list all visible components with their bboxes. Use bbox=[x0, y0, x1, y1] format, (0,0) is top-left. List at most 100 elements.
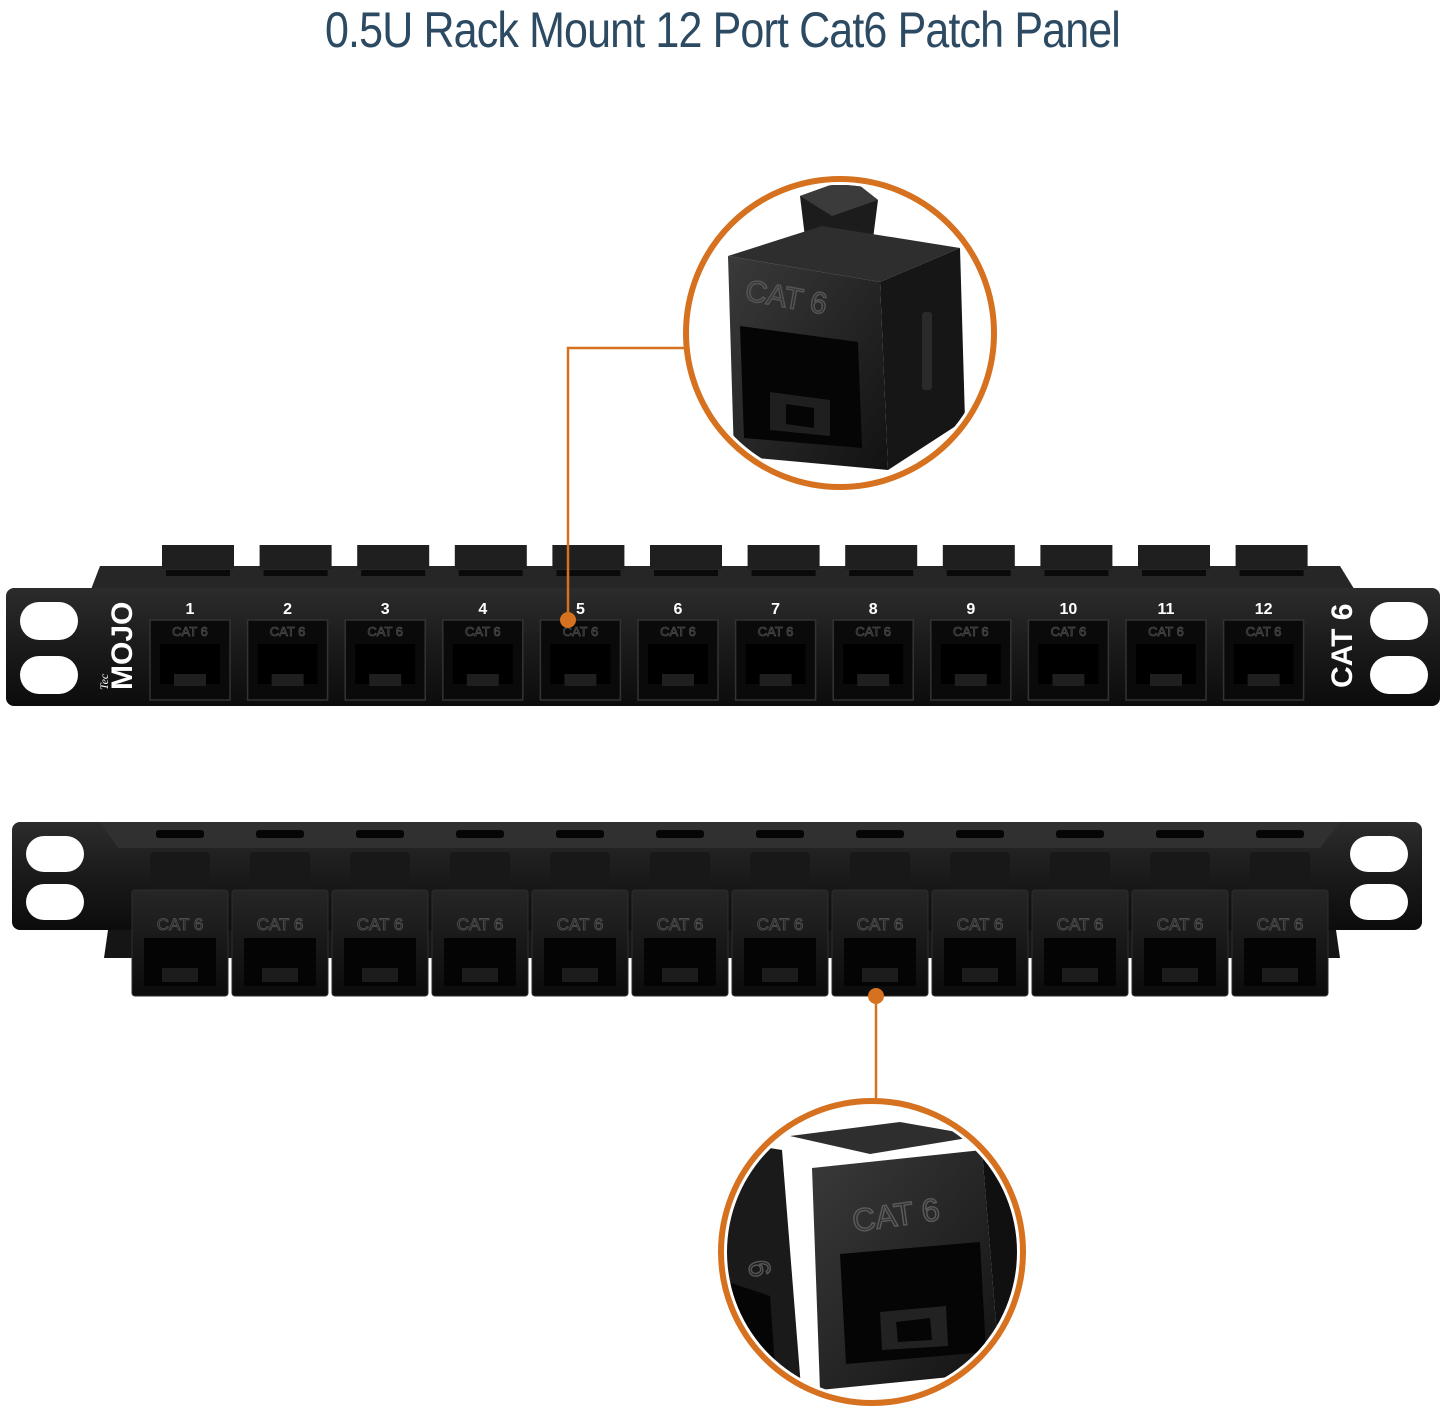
rj45-latch bbox=[1052, 674, 1085, 686]
port-number-label: 5 bbox=[576, 601, 585, 618]
brand-logo-name: MOJO bbox=[106, 602, 139, 690]
keystone-cat6-label: CAT 6 bbox=[660, 624, 696, 639]
rj45-latch bbox=[162, 968, 198, 982]
keystone-cat6-label: CAT 6 bbox=[465, 624, 501, 639]
front-clip-tab bbox=[1040, 545, 1113, 569]
rj45-latch bbox=[1262, 968, 1298, 982]
rj45-latch bbox=[1247, 674, 1280, 686]
rear-clip-tab bbox=[1150, 852, 1210, 894]
rj45-latch bbox=[762, 968, 798, 982]
front-clip-tab bbox=[1138, 545, 1210, 569]
port-number-label: 6 bbox=[674, 601, 683, 618]
port-number-label: 8 bbox=[869, 601, 878, 618]
front-clip-slot bbox=[1239, 570, 1304, 576]
rear-vent-slot bbox=[156, 830, 204, 838]
keystone-cat6-label: CAT 6 bbox=[1148, 624, 1184, 639]
front-clip-tab bbox=[845, 545, 918, 569]
rear-keystone-jack: CAT 6 bbox=[131, 852, 229, 997]
port-number-label: 3 bbox=[381, 601, 390, 618]
keystone-cat6-label: CAT 6 bbox=[953, 624, 989, 639]
rear-vent-slot bbox=[356, 830, 404, 838]
keystone-cat6-label: CAT 6 bbox=[1157, 915, 1204, 934]
keystone-cat6-label: CAT 6 bbox=[657, 915, 704, 934]
rear-vent-slot bbox=[256, 830, 304, 838]
port-number-label: 4 bbox=[478, 601, 487, 618]
rear-vent-slot bbox=[1256, 830, 1304, 838]
rj45-latch bbox=[662, 968, 698, 982]
rear-keystone-jack: CAT 6 bbox=[831, 852, 929, 997]
rj45-latch bbox=[369, 674, 402, 686]
rear-vent-slot bbox=[956, 830, 1004, 838]
rear-clip-tab bbox=[650, 852, 710, 894]
keystone-cat6-label: CAT 6 bbox=[1057, 915, 1104, 934]
rear-keystone-jack: CAT 6 bbox=[1231, 852, 1329, 997]
front-clip-slot bbox=[849, 570, 914, 576]
rj45-latch bbox=[466, 674, 499, 686]
port-number-label: 9 bbox=[966, 601, 975, 618]
rj45-latch bbox=[759, 674, 792, 686]
mounting-hole bbox=[20, 602, 78, 640]
rj45-latch bbox=[962, 968, 998, 982]
keystone-cat6-label: CAT 6 bbox=[563, 624, 599, 639]
port-number-label: 11 bbox=[1158, 601, 1175, 618]
rear-keystone-jack: CAT 6 bbox=[1131, 852, 1229, 997]
keystone-cat6-label: CAT 6 bbox=[1257, 915, 1304, 934]
front-clip-tab bbox=[162, 545, 234, 569]
port-number-label: 12 bbox=[1255, 601, 1273, 618]
front-clip-tab bbox=[552, 545, 625, 569]
rear-vent-slot bbox=[456, 830, 504, 838]
front-clip-tab bbox=[747, 545, 820, 569]
rj45-latch bbox=[662, 674, 694, 686]
keystone-cat6-label: CAT 6 bbox=[855, 624, 891, 639]
rear-clip-tab bbox=[850, 852, 910, 894]
front-clip-slot bbox=[458, 570, 523, 576]
rear-clip-tab bbox=[350, 852, 410, 894]
front-clip-tab bbox=[454, 545, 527, 569]
keystone-cat6-label: CAT 6 bbox=[270, 624, 306, 639]
keystone-cat6-label: CAT 6 bbox=[172, 624, 208, 639]
rj45-latch bbox=[174, 674, 206, 686]
mounting-hole bbox=[1370, 656, 1428, 694]
front-clip-slot bbox=[263, 570, 328, 576]
mounting-hole bbox=[26, 884, 84, 920]
mounting-hole bbox=[26, 836, 84, 872]
rj45-latch bbox=[564, 674, 597, 686]
rear-keystone-jack: CAT 6 bbox=[531, 852, 629, 997]
rj45-latch bbox=[1150, 674, 1182, 686]
keystone-cat6-label: CAT 6 bbox=[758, 624, 794, 639]
rear-vent-slot bbox=[756, 830, 804, 838]
callout-dot-top bbox=[560, 612, 576, 628]
bottom-zoom-detail: 6 CAT 6 bbox=[718, 1098, 1026, 1406]
rear-clip-tab bbox=[950, 852, 1010, 894]
keystone-cat6-label: CAT 6 bbox=[157, 915, 204, 934]
keystone-cat6-label: CAT 6 bbox=[1246, 624, 1282, 639]
rj45-latch bbox=[862, 968, 898, 982]
keystone-cat6-label: CAT 6 bbox=[367, 624, 403, 639]
rear-clip-tab bbox=[1050, 852, 1110, 894]
rear-keystone-jack: CAT 6 bbox=[931, 852, 1029, 997]
mounting-hole bbox=[1350, 884, 1408, 920]
rear-keystone-jack: CAT 6 bbox=[331, 852, 429, 997]
front-clip-slot bbox=[751, 570, 816, 576]
keystone-cat6-label: CAT 6 bbox=[457, 915, 504, 934]
front-clip-tab bbox=[942, 545, 1015, 569]
rear-clip-tab bbox=[450, 852, 510, 894]
keystone-cat6-label: CAT 6 bbox=[357, 915, 404, 934]
rear-vent-slot bbox=[1156, 830, 1204, 838]
bottom-zoom-side-label: 6 bbox=[741, 1257, 776, 1279]
keystone-cat6-label: CAT 6 bbox=[257, 915, 304, 934]
port-number-label: 7 bbox=[771, 601, 780, 618]
